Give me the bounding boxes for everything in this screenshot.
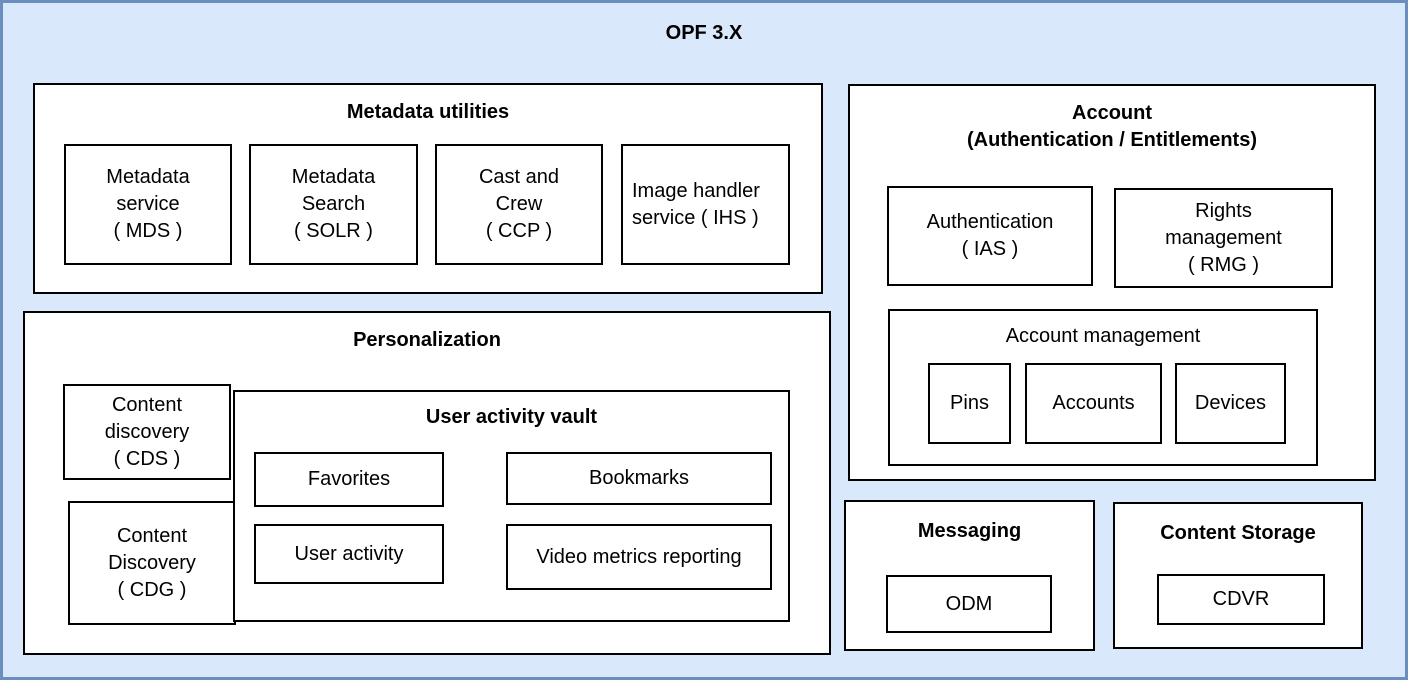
pins-box: Pins: [928, 363, 1011, 444]
cdvr-box: CDVR: [1157, 574, 1325, 625]
text-line: Accounts: [1052, 392, 1135, 414]
text-line: Account: [1072, 102, 1152, 124]
metadata-service-mds-box: Metadata service ( MDS ): [64, 144, 232, 265]
text-line: Content: [116, 524, 188, 547]
text-line: Rights: [1195, 199, 1252, 222]
text-line: Metadata: [106, 166, 190, 188]
personalization-section: Personalization Content discovery ( CDS …: [23, 311, 831, 655]
text-line: management: [1165, 226, 1282, 249]
text-line: discovery: [104, 420, 190, 443]
text-line: CDVR: [1212, 588, 1270, 610]
cast-and-crew-ccp-box: Cast and Crew ( CCP ): [435, 144, 603, 265]
text-line: Crew: [495, 193, 543, 215]
text-line: ( CDS ): [113, 447, 181, 470]
account-management-box: Account management Pins Accounts Devices: [888, 309, 1318, 466]
text-line: Search: [301, 193, 366, 215]
text-line: Devices: [1194, 392, 1267, 414]
odm-box: ODM: [886, 575, 1052, 633]
text-line: service ( IHS ): [632, 206, 759, 229]
text-line: Favorites: [307, 468, 391, 490]
text-line: ( SOLR ): [294, 220, 373, 242]
text-line: Discovery: [108, 551, 196, 574]
text-line: Video metrics reporting: [536, 545, 742, 568]
metadata-search-solr-box: Metadata Search ( SOLR ): [249, 144, 418, 265]
text-line: Image handler: [632, 179, 760, 202]
devices-box: Devices: [1175, 363, 1286, 444]
accounts-box: Accounts: [1025, 363, 1162, 444]
account-section: Account (Authentication / Entitlements) …: [848, 84, 1376, 481]
metadata-utilities-section: Metadata utilities Metadata service ( MD…: [33, 83, 823, 294]
text-line: ( RMG ): [1187, 253, 1260, 276]
video-metrics-reporting-box: Video metrics reporting: [506, 524, 772, 590]
rights-management-rmg-box: Rights management ( RMG ): [1114, 188, 1333, 288]
personalization-title: Personalization: [353, 329, 501, 351]
text-line: ODM: [945, 592, 993, 615]
user-activity-vault-title: User activity vault: [425, 406, 598, 428]
account-management-title: Account management: [1005, 325, 1201, 347]
text-line: Pins: [950, 392, 989, 414]
account-title: Account (Authentication / Entitlements): [850, 100, 1374, 154]
text-line: service: [116, 193, 180, 215]
messaging-section: Messaging ODM: [844, 500, 1095, 651]
authentication-ias-box: Authentication ( IAS ): [887, 186, 1093, 286]
text-line: Content: [111, 393, 183, 416]
text-line: ( CDG ): [117, 578, 187, 601]
diagram-title: OPF 3.X: [665, 22, 743, 44]
text-line: Cast and: [478, 166, 560, 188]
text-line: Authentication: [926, 211, 1054, 233]
user-activity-vault-box: User activity vault Favorites Bookmarks …: [233, 390, 790, 622]
image-handler-ihs-box: Image handler service ( IHS ): [621, 144, 790, 265]
text-line: User activity: [294, 542, 404, 565]
text-line: ( MDS ): [113, 220, 183, 242]
content-discovery-cds-box: Content discovery ( CDS ): [63, 384, 231, 480]
text-line: ( CCP ): [485, 220, 553, 242]
content-storage-section: Content Storage CDVR: [1113, 502, 1363, 649]
text-line: ( IAS ): [961, 238, 1019, 260]
content-storage-title: Content Storage: [1160, 522, 1316, 544]
text-line: Bookmarks: [588, 467, 690, 489]
bookmarks-box: Bookmarks: [506, 452, 772, 505]
text-line: (Authentication / Entitlements): [967, 129, 1257, 151]
content-discovery-cdg-box: Content Discovery ( CDG ): [68, 501, 236, 625]
messaging-title: Messaging: [917, 520, 1022, 542]
favorites-box: Favorites: [254, 452, 444, 507]
metadata-utilities-title: Metadata utilities: [346, 101, 510, 123]
text-line: Metadata: [291, 166, 376, 188]
user-activity-box: User activity: [254, 524, 444, 584]
